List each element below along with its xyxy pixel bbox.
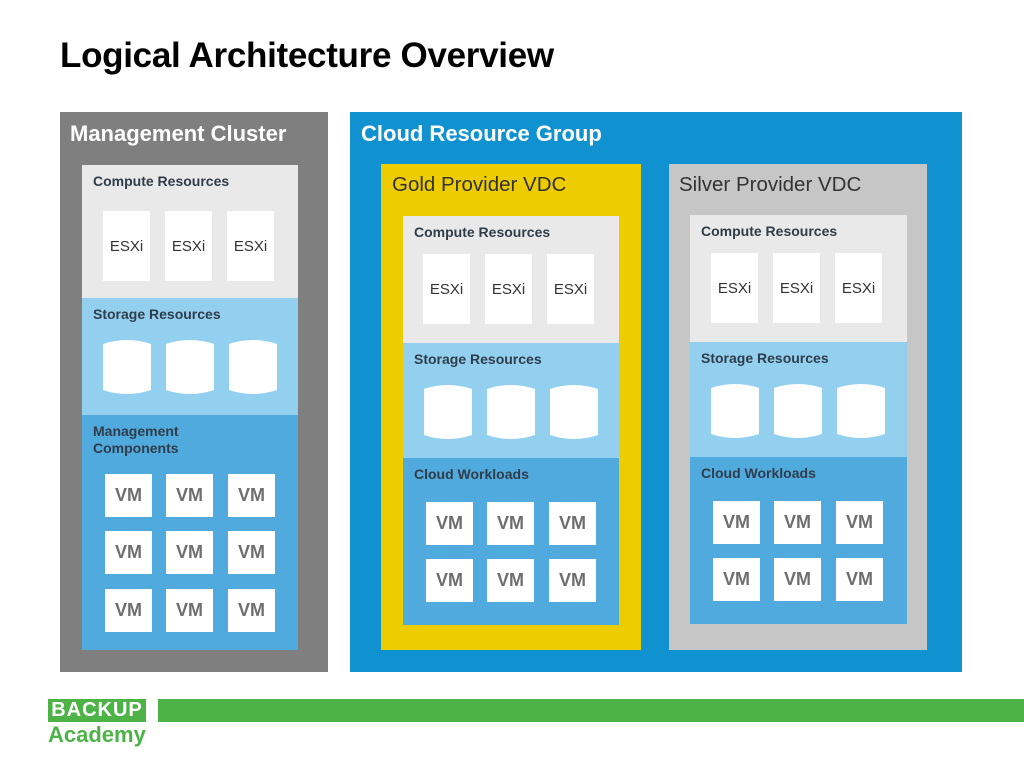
gold-compute-section: Compute Resources ESXi ESXi ESXi [403, 216, 619, 343]
silver-compute-section: Compute Resources ESXi ESXi ESXi [690, 215, 907, 342]
vm-box: VM [836, 558, 883, 601]
vm-box: VM [105, 474, 152, 517]
mgmt-compute-label: Compute Resources [93, 173, 230, 189]
cloud-resource-group-label: Cloud Resource Group [361, 121, 602, 146]
storage-disk-icon [837, 384, 885, 438]
esxi-host: ESXi [227, 211, 274, 281]
storage-disk-icon [711, 384, 759, 438]
vm-box: VM [166, 474, 213, 517]
vm-box: VM [228, 531, 275, 574]
silver-vdc-label: Silver Provider VDC [679, 173, 862, 196]
vm-box: VM [549, 559, 596, 602]
gold-compute-label: Compute Resources [414, 224, 551, 240]
vm-box: VM [774, 501, 821, 544]
vm-box: VM [228, 474, 275, 517]
vm-box: VM [549, 502, 596, 545]
mgmt-components-section: Management Components VM VM VM VM VM VM … [82, 415, 298, 650]
esxi-host: ESXi [547, 254, 594, 324]
backup-academy-logo: BACKUP [48, 699, 146, 722]
mgmt-storage-section: Storage Resources [82, 298, 298, 415]
esxi-host: ESXi [835, 253, 882, 323]
backup-academy-logo-text: Academy [48, 722, 146, 747]
gold-storage-label: Storage Resources [414, 351, 542, 367]
silver-compute-label: Compute Resources [701, 223, 838, 239]
vm-box: VM [487, 502, 534, 545]
storage-disk-icon [550, 385, 598, 439]
vm-box: VM [105, 531, 152, 574]
vm-box: VM [228, 589, 275, 632]
silver-workloads-label: Cloud Workloads [701, 465, 816, 481]
esxi-host: ESXi [711, 253, 758, 323]
vm-box: VM [105, 589, 152, 632]
vm-box: VM [426, 559, 473, 602]
vm-box: VM [836, 501, 883, 544]
vm-box: VM [166, 531, 213, 574]
storage-disk-icon [229, 340, 277, 394]
vm-box: VM [426, 502, 473, 545]
storage-disk-icon [774, 384, 822, 438]
mgmt-storage-label: Storage Resources [93, 306, 221, 322]
gold-workloads-label: Cloud Workloads [414, 466, 529, 482]
page-title: Logical Architecture Overview [60, 36, 554, 75]
vm-box: VM [713, 558, 760, 601]
management-cluster: Management Cluster Compute Resources ESX… [60, 112, 328, 672]
storage-disk-icon [487, 385, 535, 439]
silver-storage-section: Storage Resources [690, 342, 907, 457]
esxi-host: ESXi [103, 211, 150, 281]
gold-provider-vdc: Gold Provider VDC Compute Resources ESXi… [381, 164, 641, 650]
management-cluster-label: Management Cluster [70, 121, 287, 146]
mgmt-components-label: Management Components [93, 423, 179, 456]
vm-box: VM [774, 558, 821, 601]
esxi-host: ESXi [165, 211, 212, 281]
vm-box: VM [713, 501, 760, 544]
silver-storage-label: Storage Resources [701, 350, 829, 366]
esxi-host: ESXi [485, 254, 532, 324]
gold-vdc-label: Gold Provider VDC [392, 173, 567, 196]
storage-disk-icon [424, 385, 472, 439]
silver-workloads-section: Cloud Workloads VM VM VM VM VM VM [690, 457, 907, 624]
silver-provider-vdc: Silver Provider VDC Compute Resources ES… [669, 164, 927, 650]
vm-box: VM [487, 559, 534, 602]
gold-storage-section: Storage Resources [403, 343, 619, 458]
footer-bar [158, 699, 1024, 722]
storage-disk-icon [103, 340, 151, 394]
gold-workloads-section: Cloud Workloads VM VM VM VM VM VM [403, 458, 619, 625]
vm-box: VM [166, 589, 213, 632]
esxi-host: ESXi [773, 253, 820, 323]
esxi-host: ESXi [423, 254, 470, 324]
mgmt-compute-section: Compute Resources ESXi ESXi ESXi [82, 165, 298, 298]
storage-disk-icon [166, 340, 214, 394]
